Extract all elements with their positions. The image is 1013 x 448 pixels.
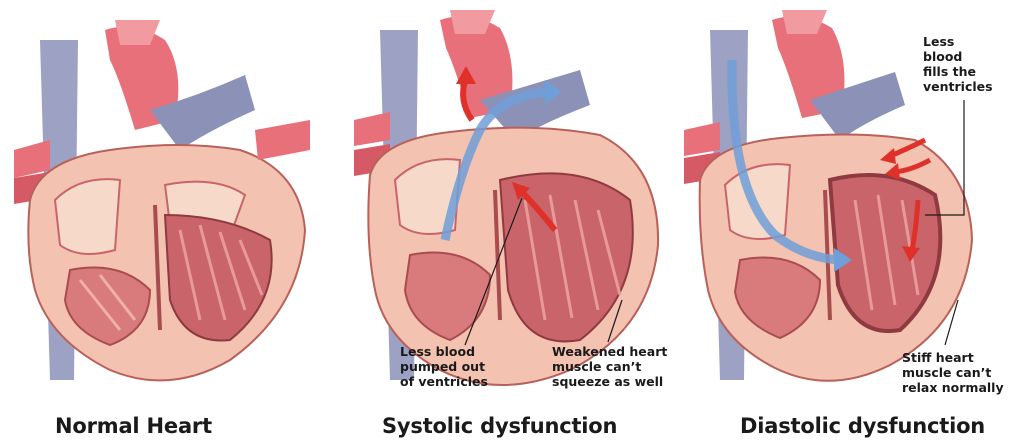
note-stiff-muscle: Stiff heart muscle can’t relax normally: [902, 350, 1004, 395]
note-less-blood-pumped: Less blood pumped out of ventricles: [400, 344, 488, 389]
note-weakened-muscle: Weakened heart muscle can’t squeeze as w…: [552, 344, 667, 389]
normal-heart-illustration: [0, 0, 340, 410]
panel-diastolic-dysfunction: Less blood fills the ventricles Stiff he…: [680, 0, 1013, 448]
note-less-blood-fills: Less blood fills the ventricles: [923, 34, 993, 94]
caption-systolic-dysfunction: Systolic dysfunction: [382, 414, 617, 438]
panel-systolic-dysfunction: Less blood pumped out of ventricles Weak…: [340, 0, 680, 448]
caption-normal-heart: Normal Heart: [55, 414, 212, 438]
panel-normal-heart: Normal Heart: [0, 0, 340, 448]
caption-diastolic-dysfunction: Diastolic dysfunction: [740, 414, 985, 438]
